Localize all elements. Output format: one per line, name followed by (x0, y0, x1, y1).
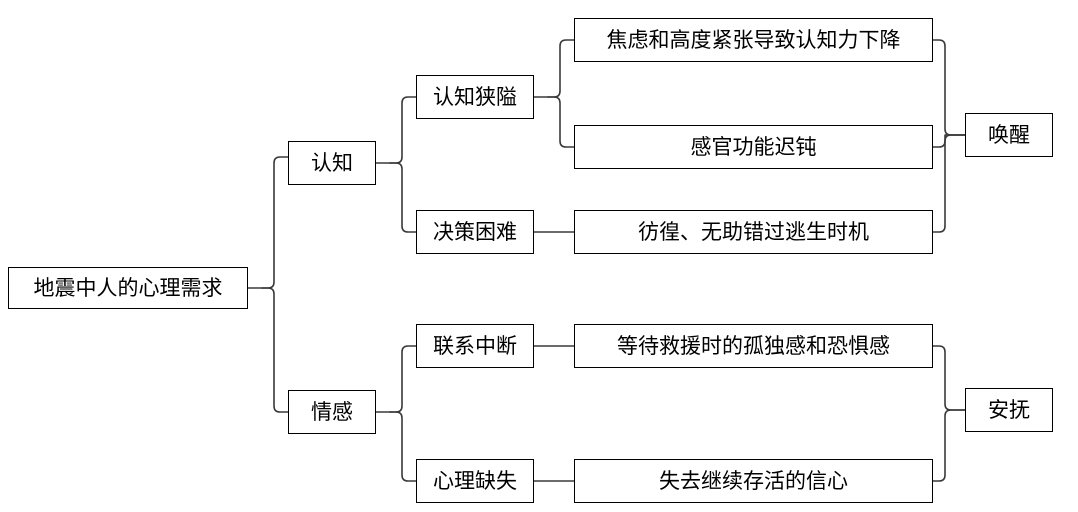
node-cognition-label: 认知 (311, 150, 353, 175)
node-contact-interruption-label: 联系中断 (433, 333, 517, 358)
node-psych-deficiency-label: 心理缺失 (433, 468, 517, 493)
edge-cognition-to-narrowing (389, 96, 417, 164)
node-detail-lost-faith-label: 失去继续存活的信心 (659, 468, 848, 493)
node-cognition[interactable]: 认知 (288, 141, 376, 185)
node-root-label: 地震中人的心理需求 (33, 275, 223, 300)
node-root[interactable]: 地震中人的心理需求 (8, 267, 248, 309)
edge-lostfaith-to-comfort (932, 409, 966, 482)
edge-narrowing-to-anxiety (547, 39, 575, 98)
edge-anxiety-to-arousal (932, 39, 966, 136)
edge-sensory-to-arousal (932, 134, 966, 148)
node-emotion[interactable]: 情感 (288, 390, 376, 434)
node-detail-hesitation-label: 彷徨、无助错过逃生时机 (638, 219, 869, 244)
node-detail-hesitation[interactable]: 彷徨、无助错过逃生时机 (574, 210, 933, 254)
node-decision-difficulty-label: 决策困难 (433, 219, 517, 244)
edge-narrowing-to-sensory (547, 96, 575, 148)
node-outcome-comfort[interactable]: 安抚 (965, 388, 1053, 432)
node-detail-sensory-label: 感官功能迟钝 (690, 134, 817, 159)
node-outcome-arousal-label: 唤醒 (988, 122, 1030, 147)
node-emotion-label: 情感 (311, 399, 353, 424)
node-cognitive-narrowing-label: 认知狭隘 (433, 84, 517, 109)
node-contact-interruption[interactable]: 联系中断 (416, 324, 534, 368)
edge-loneliness-to-comfort (932, 345, 966, 411)
node-cognitive-narrowing[interactable]: 认知狭隘 (416, 75, 534, 119)
edge-hesitation-to-arousal (932, 134, 966, 233)
edge-cognition-to-decision (389, 162, 417, 233)
node-detail-loneliness[interactable]: 等待救援时的孤独感和恐惧感 (574, 324, 933, 368)
node-psych-deficiency[interactable]: 心理缺失 (416, 459, 534, 503)
edge-emotion-to-contact (389, 345, 417, 413)
node-outcome-arousal[interactable]: 唤醒 (965, 113, 1053, 157)
node-detail-anxiety[interactable]: 焦虑和高度紧张导致认知力下降 (574, 18, 933, 62)
node-detail-anxiety-label: 焦虑和高度紧张导致认知力下降 (606, 27, 901, 52)
node-detail-sensory[interactable]: 感官功能迟钝 (574, 125, 933, 169)
edge-root-to-emotion (261, 287, 289, 413)
edge-emotion-to-deficiency (389, 411, 417, 482)
node-decision-difficulty[interactable]: 决策困难 (416, 210, 534, 254)
edge-root-to-cognition (261, 156, 289, 289)
node-detail-lost-faith[interactable]: 失去继续存活的信心 (574, 459, 933, 503)
node-detail-loneliness-label: 等待救援时的孤独感和恐惧感 (617, 333, 890, 358)
node-outcome-comfort-label: 安抚 (988, 397, 1030, 422)
